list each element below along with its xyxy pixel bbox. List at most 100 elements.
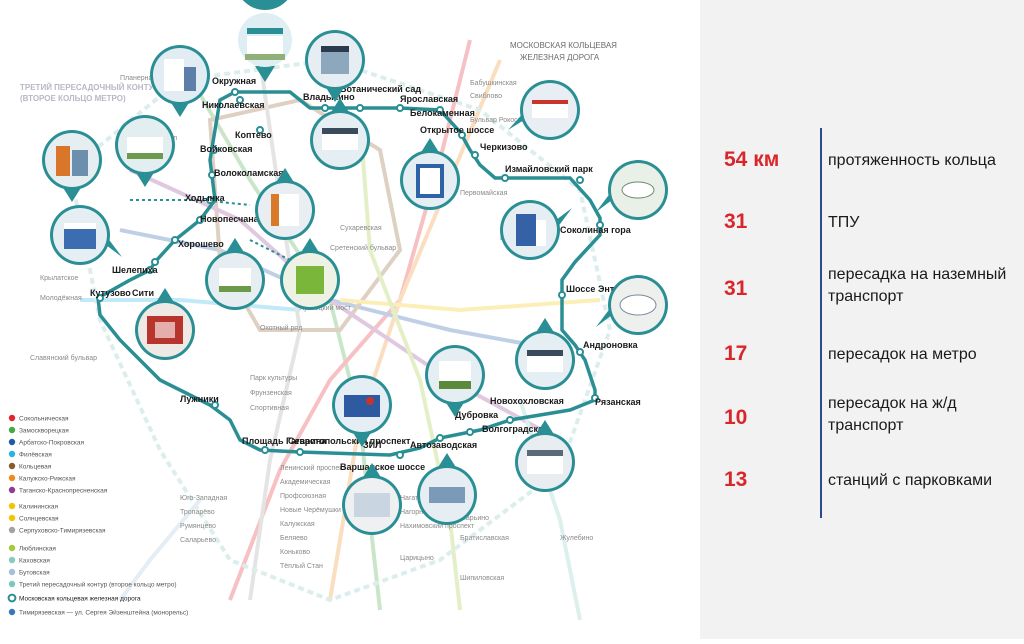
station-pin [425, 345, 485, 417]
station-pin [515, 420, 575, 492]
svg-text:Бульвар Рокоссовского: Бульвар Рокоссовского [470, 117, 546, 124]
svg-text:Профсоюзная: Профсоюзная [280, 493, 326, 500]
legend-label: Калужско-Рижская [19, 476, 76, 483]
ttk-title-line1: ТРЕТИЙ ПЕРЕСАДОЧНЫЙ КОНТУР [20, 83, 159, 92]
station-label: Открытое шоссе [420, 125, 494, 135]
legend-label: Бутовская [19, 570, 50, 577]
legend-label: Таганско-Краснопресненская [19, 488, 108, 495]
svg-text:Юго-Западная: Юго-Западная [180, 495, 227, 502]
station-label: Площадь Гагарина [242, 436, 327, 446]
station-pin [280, 238, 340, 310]
station-pin [42, 130, 102, 202]
station-label: ЗИЛ [363, 440, 381, 450]
station-label: Ботанический сад [340, 84, 421, 94]
station-label: Лужники [180, 394, 219, 404]
svg-text:Фрунзенская: Фрунзенская [250, 390, 292, 397]
legend-label: Кольцевая [19, 464, 52, 471]
station-pin [596, 160, 668, 220]
stat-label: пересадок на метро [828, 346, 977, 363]
svg-text:Славянский бульвар: Славянский бульвар [30, 354, 97, 362]
svg-text:Свиблово: Свиблово [470, 92, 502, 100]
station-label: Сити [132, 288, 154, 298]
station-label: Ходынка [185, 193, 226, 203]
stat-number: 13 [724, 468, 748, 491]
station-label: Шоссе Энтузиастов [566, 284, 655, 294]
legend-label: Арбатско-Покровская [19, 439, 84, 447]
station-label: Николаевская [202, 100, 265, 110]
station-label: Хорошево [178, 239, 224, 249]
station-label: Соколиная гора [560, 225, 632, 235]
svg-text:Сретенский бульвар: Сретенский бульвар [330, 244, 396, 252]
stat-label: пересадка на наземный транспорт [828, 266, 1007, 305]
station-label: Новопесчаная [200, 214, 264, 224]
svg-text:Крылатское: Крылатское [40, 275, 78, 282]
station-pin [50, 205, 122, 265]
mcd-title-line1: МОСКОВСКАЯ КОЛЬЦЕВАЯ [510, 41, 617, 50]
station-pin [115, 115, 175, 187]
legend-label: Тимирязевская — ул. Сергея Эйзенштейна (… [19, 609, 188, 617]
svg-text:Охотный ряд: Охотный ряд [260, 324, 302, 332]
station-pin [342, 463, 402, 535]
legend-label: Третий пересадочный контур (второе кольц… [19, 581, 177, 589]
svg-text:Первомайская: Первомайская [460, 189, 508, 197]
station-label: Черкизово [480, 142, 528, 152]
station-pin [238, 0, 292, 82]
station-label: Варшавское шоссе [340, 462, 425, 472]
svg-text:Академическая: Академическая [280, 479, 331, 486]
legend-label: Замоскворецкая [19, 428, 69, 435]
station-pin [305, 30, 365, 102]
station-label: Коптево [235, 130, 272, 140]
legend: Сокольническая Замоскворецкая Арбатско-П… [7, 414, 188, 617]
svg-text:Спортивная: Спортивная [250, 405, 289, 412]
stat-number: 54 км [724, 148, 780, 171]
svg-text:Жулебино: Жулебино [560, 534, 593, 542]
station-label: Волоколамская [214, 168, 284, 178]
svg-text:Братиславская: Братиславская [460, 535, 509, 542]
stat-number: 17 [724, 342, 748, 365]
svg-text:Царицыно: Царицыно [400, 555, 434, 562]
station-label: Волгоградская [482, 424, 548, 434]
legend-label: Серпуховско-Тимирязевская [19, 528, 106, 535]
svg-text:Кузнецкий мост: Кузнецкий мост [300, 304, 352, 312]
station-label: Войковская [200, 144, 253, 154]
station-label: Андроновка [583, 340, 639, 350]
station-pin [332, 375, 392, 447]
legend-label: Филёвская [19, 452, 52, 459]
svg-text:Молодёжная: Молодёжная [40, 295, 82, 302]
station-pin [255, 168, 315, 240]
station-label: Ярославская [400, 94, 458, 104]
svg-text:Беляево: Беляево [280, 535, 308, 542]
station-pin [596, 275, 668, 335]
svg-text:Нагорная: Нагорная [400, 509, 431, 516]
stat-label: пересадок на ж/д транспорт [828, 395, 957, 434]
divider-line [820, 128, 822, 518]
svg-text:Сухаревская: Сухаревская [340, 225, 382, 232]
svg-text:Новые Черёмушки: Новые Черёмушки [280, 507, 341, 514]
station-illustrations [42, 0, 668, 535]
station-label: Владыкино [303, 92, 355, 102]
station-pin [400, 138, 460, 210]
station-label: Кутузово [90, 288, 131, 298]
svg-text:Коньково: Коньково [280, 549, 310, 556]
station-pin [500, 200, 572, 260]
legend-label: Люблинская [19, 545, 56, 553]
ttk-title-line2: (ВТОРОЕ КОЛЬЦО МЕТРО) [20, 94, 126, 103]
svg-text:Ленинский проспект: Ленинский проспект [280, 464, 346, 472]
station-pin [417, 453, 477, 525]
mcd-title-line2: ЖЕЛЕЗНАЯ ДОРОГА [520, 53, 600, 62]
legend-label: Солнцевская [19, 516, 59, 523]
station-pin [310, 98, 370, 170]
legend-label: Каховская [19, 558, 50, 565]
station-pin [135, 288, 195, 360]
station-pin [205, 238, 265, 310]
station-label: Новохохловская [490, 396, 564, 406]
svg-text:Тёплый Стан: Тёплый Стан [280, 562, 323, 570]
legend-label: Московская кольцевая железная дорога [19, 596, 141, 603]
svg-text:Калужская: Калужская [280, 521, 315, 528]
station-label: Окружная [212, 76, 256, 86]
station-label: Автозаводская [410, 440, 477, 450]
station-pin [515, 318, 575, 390]
legend-label: Калининская [19, 504, 58, 511]
svg-text:Тропарёво: Тропарёво [180, 509, 215, 516]
